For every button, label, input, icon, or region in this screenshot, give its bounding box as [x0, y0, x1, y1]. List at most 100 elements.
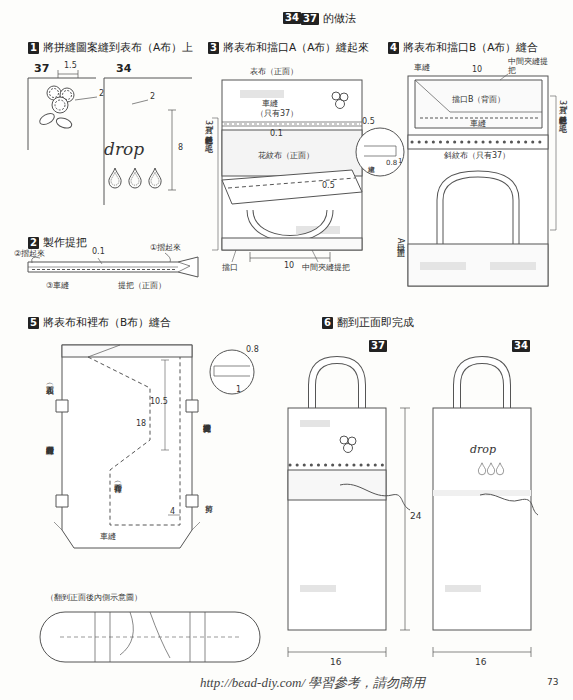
step-heading: 的做法	[323, 12, 356, 26]
bag-front-panel-part	[222, 80, 362, 250]
bag-with-facing-part	[415, 80, 542, 112]
step-number: 37	[369, 340, 387, 352]
applique-fabric-part	[151, 172, 159, 185]
bag-with-facing	[356, 74, 556, 286]
bag-with-facing-part	[364, 146, 396, 156]
handle-strip-part	[98, 258, 102, 264]
handle-strip-part	[32, 269, 175, 270]
dimension: 1.5	[64, 62, 77, 71]
finished-bags-part	[290, 464, 384, 467]
bag-with-lining	[40, 345, 260, 662]
bag-with-lining-part	[214, 366, 250, 376]
bag-with-facing-part	[415, 80, 542, 128]
part-label: 擋口B（背面）	[452, 96, 506, 105]
bag-front-panel-part	[212, 118, 218, 250]
instruction-label: 車縫	[414, 64, 430, 73]
finished-bags	[288, 360, 538, 657]
finished-bags-part	[288, 470, 386, 500]
bag-front-panel-part	[222, 238, 362, 250]
handle-strip	[28, 253, 198, 277]
finished-bags-part	[312, 360, 362, 410]
step-heading: 將表布和擋口B（A布）縫合	[403, 41, 538, 55]
step-badge: 34	[283, 12, 301, 24]
finished-bags-part	[400, 408, 410, 630]
step-heading: 翻到正面即完成	[337, 316, 414, 330]
applique-fabric-part	[104, 78, 192, 205]
instruction-label: ②摺起來	[14, 250, 45, 259]
handle-strip-part	[178, 262, 190, 272]
part-label: 表布（正面）	[250, 68, 298, 77]
step-badge: 2製作提把	[28, 236, 87, 250]
bag-with-facing-part	[408, 76, 548, 286]
bag-front-panel-part	[250, 252, 330, 262]
bag-with-facing-part	[440, 174, 516, 244]
step-heading: 將拼縫圖案縫到表布（A布）上	[43, 41, 193, 55]
bag-with-facing-part	[408, 135, 548, 149]
instruction-label: 車縫	[262, 100, 278, 109]
bag-front-panel-part	[228, 178, 355, 188]
finished-bags-part	[496, 463, 503, 475]
finished-bags-part	[457, 360, 507, 410]
bag-with-facing-part	[356, 128, 404, 176]
dimension: 10	[472, 66, 482, 75]
bag-front-panel-part	[222, 170, 362, 204]
dimension: 24	[410, 512, 421, 522]
step-badge: 37	[369, 340, 387, 352]
step-badge: 6翻到正面即完成	[322, 316, 414, 330]
finished-bags-part	[445, 585, 481, 592]
applique-fabric-part	[28, 78, 96, 150]
dimension: 0.5	[362, 118, 375, 127]
bag-with-lining-part	[88, 345, 120, 357]
dimension: 8	[178, 144, 183, 153]
dimension: 0.5	[322, 182, 335, 191]
step-number: 5	[28, 317, 39, 329]
bag-with-facing-part	[440, 174, 516, 244]
part-label: 斜紋布（只有37）	[444, 152, 510, 161]
handle-strip-part	[32, 257, 40, 263]
finished-bags-part	[480, 494, 538, 515]
page-number: 73	[547, 678, 558, 688]
dimension: 16	[330, 658, 341, 668]
finished-bags-part	[433, 408, 531, 630]
finished-bags-part	[300, 585, 336, 592]
finished-bags-part	[433, 490, 531, 496]
bag-front-panel-part	[250, 210, 330, 239]
finished-bags-part	[288, 408, 386, 630]
bag-with-facing-part	[500, 74, 508, 80]
step-badge: 34	[512, 340, 530, 352]
applique-fabric-part	[38, 111, 56, 127]
dimension: 0.1	[270, 130, 283, 139]
bag-with-facing-part	[408, 244, 548, 286]
dimension: 1	[398, 158, 402, 166]
dimension: 1	[236, 386, 241, 395]
instruction-label: 中間夾縫提把	[302, 264, 350, 273]
step-number: 2	[28, 237, 39, 249]
dimension: 2	[99, 90, 104, 99]
watermark: http://bead-diy.com/ 學習參考，請勿商用	[200, 676, 425, 690]
applique-fabric-part	[55, 100, 65, 110]
dimension: 0.8	[386, 160, 397, 168]
step-heading: 將表布和裡布（B布）縫合	[43, 316, 171, 330]
applique-fabric-part	[63, 91, 72, 100]
bag-with-facing-part	[550, 96, 556, 230]
step-number: 3	[208, 42, 219, 54]
bag-with-lining-part	[62, 345, 192, 548]
finished-bags-part	[344, 444, 353, 453]
bag-with-lining-part	[88, 357, 180, 525]
bag-front-panel-part	[232, 250, 318, 262]
instruction-label: 車縫	[100, 533, 116, 542]
step-number: 34	[512, 340, 530, 352]
applique-fabric-part	[50, 89, 59, 98]
bag-front-panel-part	[240, 90, 284, 98]
applique-fabric-part	[131, 172, 139, 185]
step-number: 1	[28, 42, 39, 54]
step-number: 34	[283, 12, 301, 24]
bag-with-facing-part	[420, 118, 538, 119]
finished-bags-part	[433, 647, 531, 657]
part-label: 擋口A（正面）	[395, 238, 404, 243]
applique-fabric-part	[55, 116, 73, 130]
bag-with-lining-part	[54, 522, 200, 530]
dimension: 18	[136, 420, 146, 429]
bag-with-lining-part	[60, 637, 240, 638]
bag-with-lining-part	[56, 400, 198, 507]
